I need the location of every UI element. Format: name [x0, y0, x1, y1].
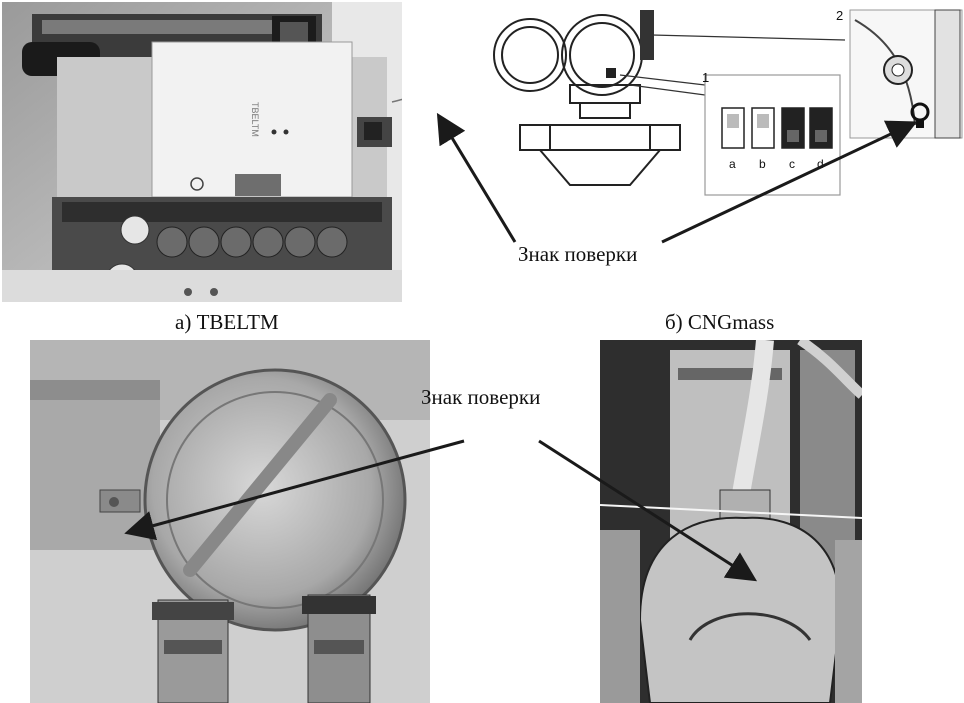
- callout-verification-mark-bottom: Знак поверки: [421, 385, 541, 409]
- callout-verification-mark-top: Знак поверки: [518, 242, 638, 266]
- photo-tbeltm-board: TBELTM: [2, 2, 402, 302]
- callout-number-2: 2: [836, 8, 843, 23]
- caption-panel-a: а) TBELTM: [175, 310, 279, 334]
- switch-label-a: a: [729, 157, 736, 171]
- callout-number-1: 1: [702, 70, 709, 85]
- svg-text:TBELTM: TBELTM: [250, 102, 260, 137]
- switch-label-c: c: [789, 157, 795, 171]
- caption-panel-b: б) CNGmass: [665, 310, 775, 334]
- switch-label-d: d: [817, 157, 824, 171]
- switch-label-b: b: [759, 157, 766, 171]
- photo-cngmass-transmitter: [600, 340, 862, 703]
- photo-sensor-housing-left: [30, 340, 430, 703]
